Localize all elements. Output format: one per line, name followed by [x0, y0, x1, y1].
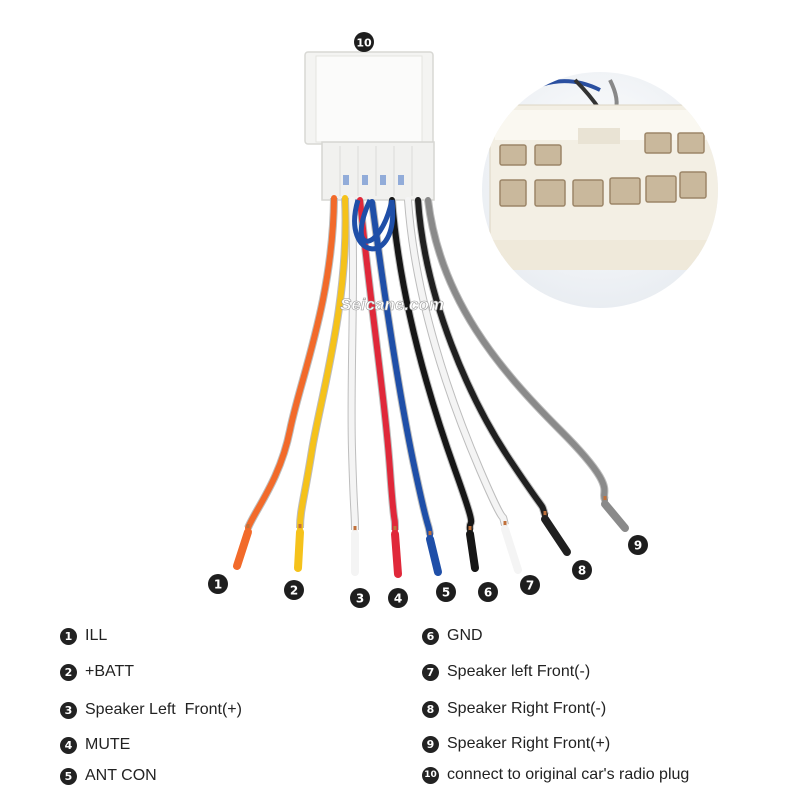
wire-number-badge: [436, 582, 456, 602]
wire-tip-8: [541, 515, 571, 556]
legend-label: Speaker Left Front(+): [85, 701, 242, 718]
wire-number-text: 5: [442, 586, 450, 600]
wires-group: [233, 195, 629, 578]
legend-number-badge: 10: [422, 766, 439, 784]
legend-label: +BATT: [85, 663, 135, 680]
wire-7: [405, 197, 508, 528]
legend-number-badge: 6: [422, 627, 439, 645]
legend-item: 3 Speaker Left Front(+): [60, 701, 242, 719]
wire-outline: [244, 197, 338, 530]
wire-number-text: 6: [484, 586, 492, 600]
legend-label: ILL: [85, 627, 108, 644]
legend-item: 6 GND: [422, 627, 483, 645]
wire-number-text: 7: [526, 579, 534, 593]
wire-9: [425, 197, 608, 503]
legend-item: 9 Speaker Right Front(+): [422, 735, 610, 753]
wire-number-badge: [628, 535, 648, 555]
wire-6: [389, 197, 475, 533]
wire-number-text: 4: [394, 592, 402, 606]
wire-8: [415, 197, 548, 518]
legend-number-badge: 1: [60, 627, 77, 645]
legend-item: 1 ILL: [60, 627, 107, 645]
wire-number-badge: [520, 575, 540, 595]
wire-tip-1: [233, 528, 252, 570]
legend-number-badge: 5: [60, 767, 77, 785]
wire-number-text: 9: [634, 539, 642, 553]
legend-item: 7 Speaker left Front(-): [422, 663, 590, 681]
wire-number-badge: [388, 588, 408, 608]
wire-number-badge: [478, 582, 498, 602]
wire-number-badge: [572, 560, 592, 580]
legend-label: Speaker left Front(-): [447, 663, 591, 680]
wire-2: [297, 195, 349, 531]
legend-number-badge: 9: [422, 735, 439, 753]
wire-1: [245, 195, 337, 531]
legend-item: 5 ANT CON: [60, 767, 157, 785]
legend-label: Speaker Right Front(+): [447, 735, 611, 752]
legend-number-badge: 3: [60, 701, 77, 719]
legend-number-badge: 7: [422, 663, 439, 681]
wire-tip-4: [391, 530, 402, 578]
wire-number-badge: [208, 574, 228, 594]
legend-item: 10 connect to original car's radio plug: [422, 766, 689, 784]
wire-3: [348, 197, 358, 533]
legend-item: 4 MUTE: [60, 736, 130, 754]
wire-number-badge: [350, 588, 370, 608]
wire-number-badge: [284, 580, 304, 600]
legend-label: GND: [447, 627, 483, 644]
legend-label: Speaker Right Front(-): [447, 700, 607, 717]
blue-loop-wire: [352, 198, 396, 252]
legend-number-badge: 4: [60, 736, 77, 754]
connector-closeup-inset: [482, 72, 718, 308]
legend-number-badge: 8: [422, 700, 439, 718]
wire-number-badges: 1 2 3 4 5 6 7 8 9: [208, 535, 648, 608]
wire-5: [369, 199, 433, 538]
legend-item: 2 +BATT: [60, 663, 134, 681]
legend-number-badge: 2: [60, 663, 77, 681]
wire-tip-9: [601, 500, 629, 532]
connector-number-badge: 10: [354, 32, 374, 52]
wire-tip-6: [466, 530, 479, 572]
connector-number-text: 10: [356, 37, 372, 50]
wire-tip-5: [426, 535, 442, 576]
connector-plug: [304, 51, 435, 201]
wire-4: [357, 197, 398, 533]
wire-tip-7: [501, 525, 522, 574]
wire-number-text: 3: [356, 592, 364, 606]
wire-number-text: 2: [290, 584, 298, 598]
wire-number-text: 1: [214, 578, 222, 592]
legend-label: MUTE: [85, 736, 131, 753]
legend-item: 8 Speaker Right Front(-): [422, 700, 606, 718]
watermark-text: Seicane.com: [340, 295, 444, 314]
wire-tip-2: [294, 528, 304, 572]
wire-number-text: 8: [578, 564, 586, 578]
legend-label: connect to original car's radio plug: [447, 766, 690, 783]
legend-label: ANT CON: [85, 767, 157, 784]
